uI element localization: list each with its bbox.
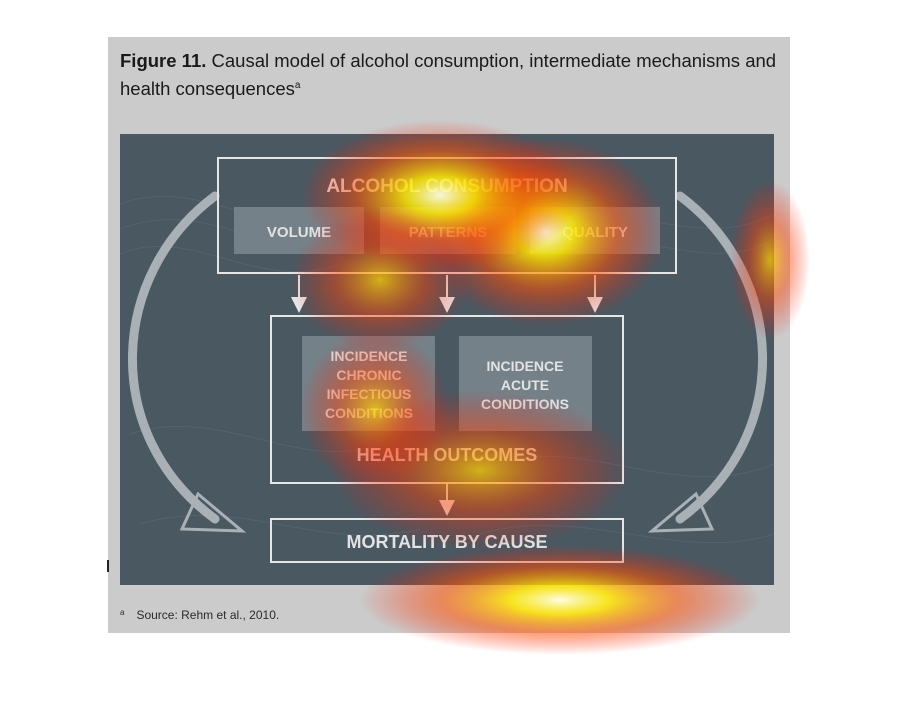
causal-model-diagram: ALCOHOL CONSUMPTION VOLUME PATTERNS QUAL… bbox=[120, 134, 774, 585]
figure-caption: Figure 11. Causal model of alcohol consu… bbox=[120, 48, 780, 101]
health-outcomes-title: HEALTH OUTCOMES bbox=[357, 445, 538, 465]
mortality-by-cause-box: MORTALITY BY CAUSE bbox=[270, 518, 624, 563]
acute-line-3: CONDITIONS bbox=[481, 396, 569, 412]
chronic-line-1: INCIDENCE bbox=[330, 348, 407, 364]
figure-label: Figure 11. bbox=[120, 50, 207, 71]
acute-line-2: ACUTE bbox=[501, 377, 549, 393]
alcohol-consumption-title: ALCOHOL CONSUMPTION bbox=[326, 176, 567, 197]
chronic-line-3: INFECTIOUS bbox=[327, 386, 412, 402]
consumption-to-outcomes-arrows bbox=[291, 275, 603, 313]
page-edge-mark bbox=[107, 560, 109, 572]
right-feedback-arrow bbox=[647, 191, 767, 533]
volume-label: VOLUME bbox=[267, 224, 331, 241]
footnote-text: Source: Rehm et al., 2010. bbox=[136, 608, 280, 622]
quality-label: QUALITY bbox=[562, 224, 628, 241]
mortality-by-cause-label: MORTALITY BY CAUSE bbox=[346, 532, 547, 552]
acute-line-1: INCIDENCE bbox=[486, 358, 563, 374]
patterns-label: PATTERNS bbox=[409, 224, 488, 241]
left-feedback-arrow bbox=[128, 191, 247, 533]
chronic-line-4: CONDITIONS bbox=[325, 405, 413, 421]
footnote-marker: a bbox=[120, 608, 125, 617]
caption-footnote-marker: a bbox=[294, 80, 301, 91]
diagram-svg: ALCOHOL CONSUMPTION VOLUME PATTERNS QUAL… bbox=[120, 157, 774, 563]
chronic-line-2: CHRONIC bbox=[336, 367, 401, 383]
figure-footnote: a Source: Rehm et al., 2010. bbox=[120, 608, 279, 622]
figure-panel: Figure 11. Causal model of alcohol consu… bbox=[108, 37, 790, 633]
figure-caption-text: Causal model of alcohol consumption, int… bbox=[120, 50, 777, 100]
alcohol-consumption-box: ALCOHOL CONSUMPTION VOLUME PATTERNS QUAL… bbox=[217, 157, 677, 274]
